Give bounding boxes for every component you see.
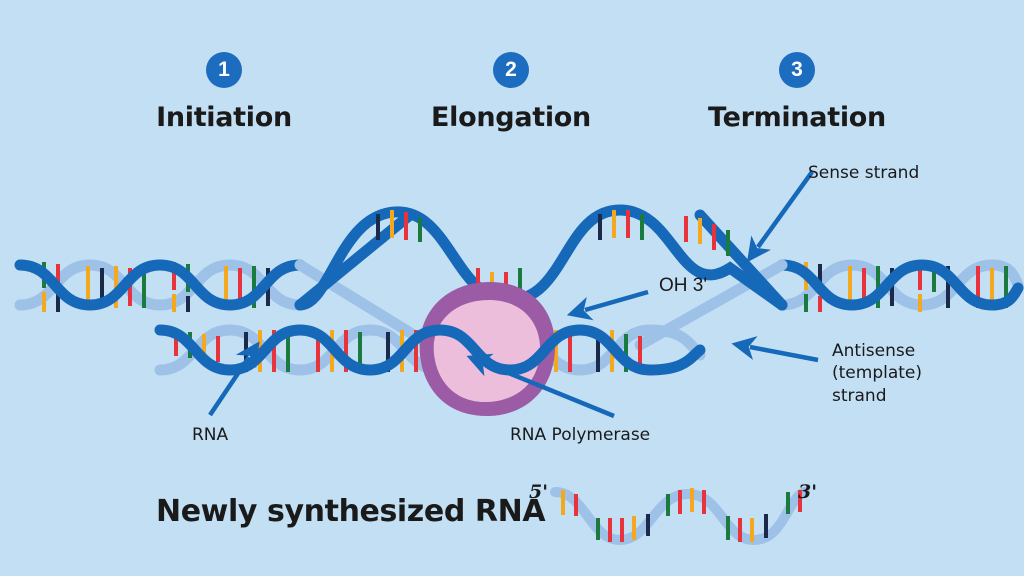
annotation-arrows: [208, 170, 819, 419]
step-title-termination: Termination: [708, 102, 886, 133]
label-antisense-strand: Antisense (template) strand: [832, 341, 923, 406]
label-oh-3prime: OH 3': [659, 275, 707, 296]
label-five-prime: 5': [529, 481, 549, 503]
step-title-elongation: Elongation: [431, 102, 591, 133]
label-rna-polymerase: RNA Polymerase: [510, 425, 651, 445]
arrow-to-antisense-strand: [731, 336, 819, 363]
step-elongation: 2 Elongation: [411, 52, 611, 133]
dna-helix-right: [776, 259, 1024, 312]
step-badge-2: 2: [493, 52, 529, 88]
arrow-to-sense-strand: [746, 170, 814, 263]
dna-helix-left: [14, 259, 306, 312]
step-badge-1: 1: [206, 52, 242, 88]
newly-synthesized-rna-strand: [550, 487, 810, 546]
step-title-initiation: Initiation: [156, 102, 292, 133]
caption-newly-synthesized-rna: Newly synthesized RNA: [156, 494, 546, 529]
arrow-to-rna: [208, 341, 260, 417]
step-badge-3: 3: [779, 52, 815, 88]
arrow-to-rna-polymerase: [466, 353, 615, 419]
arrow-to-oh-3prime: [566, 289, 649, 321]
label-three-prime: 3': [798, 481, 818, 503]
label-sense-strand: Sense strand: [808, 163, 920, 183]
step-initiation: 1 Initiation: [124, 52, 324, 133]
label-rna: RNA: [192, 425, 229, 445]
rna-polymerase-blob: [419, 282, 556, 417]
step-termination: 3 Termination: [697, 52, 897, 133]
